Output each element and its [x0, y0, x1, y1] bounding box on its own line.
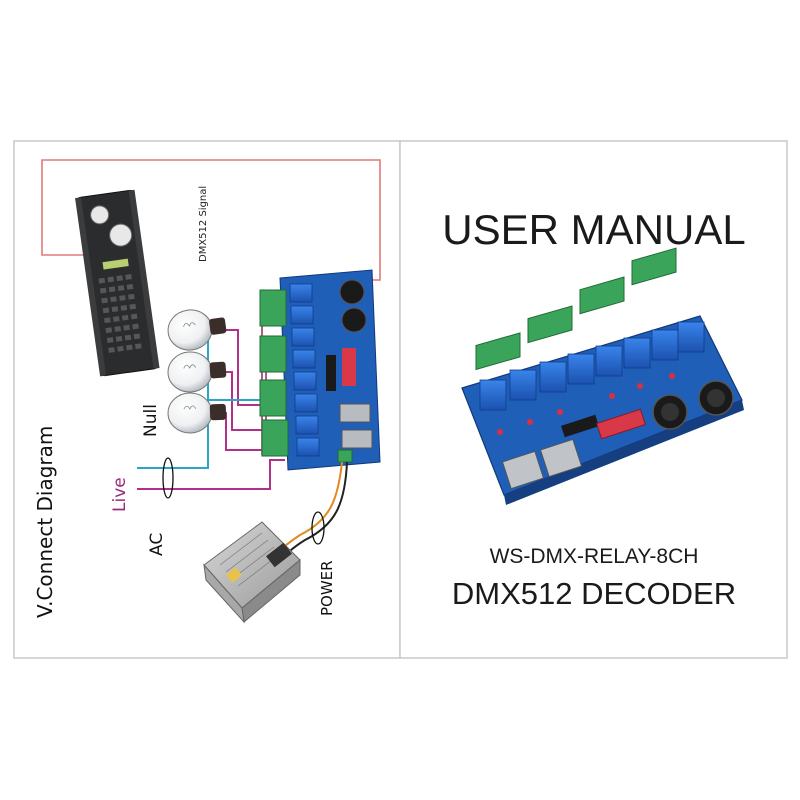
dmx-console	[75, 189, 160, 377]
power-label: POWER	[318, 560, 336, 616]
connection-diagram: DMX512 Signal	[33, 159, 381, 624]
null-label: Null	[141, 404, 161, 437]
ac-label: AC	[147, 533, 167, 556]
v-connect-diagram-title: V.Connect Diagram	[33, 426, 57, 618]
dmx-signal-wire	[41, 159, 381, 281]
relay-board-diagram	[259, 269, 381, 471]
user-manual-title: USER MANUAL	[442, 206, 745, 253]
model-number: WS-DMX-RELAY-8CH	[490, 545, 699, 568]
dmx512-signal-label: DMX512 Signal	[198, 186, 209, 262]
product-board-photo	[461, 247, 744, 505]
light-bulb-3	[167, 392, 227, 434]
power-cable-bundle	[311, 511, 325, 545]
light-bulb-2	[167, 351, 227, 393]
light-bulb-1	[167, 309, 227, 351]
product-name: DMX512 DECODER	[452, 576, 736, 611]
power-supply-unit	[203, 521, 301, 624]
live-label: Live	[110, 477, 130, 512]
ac-cable-bundle	[162, 457, 174, 499]
